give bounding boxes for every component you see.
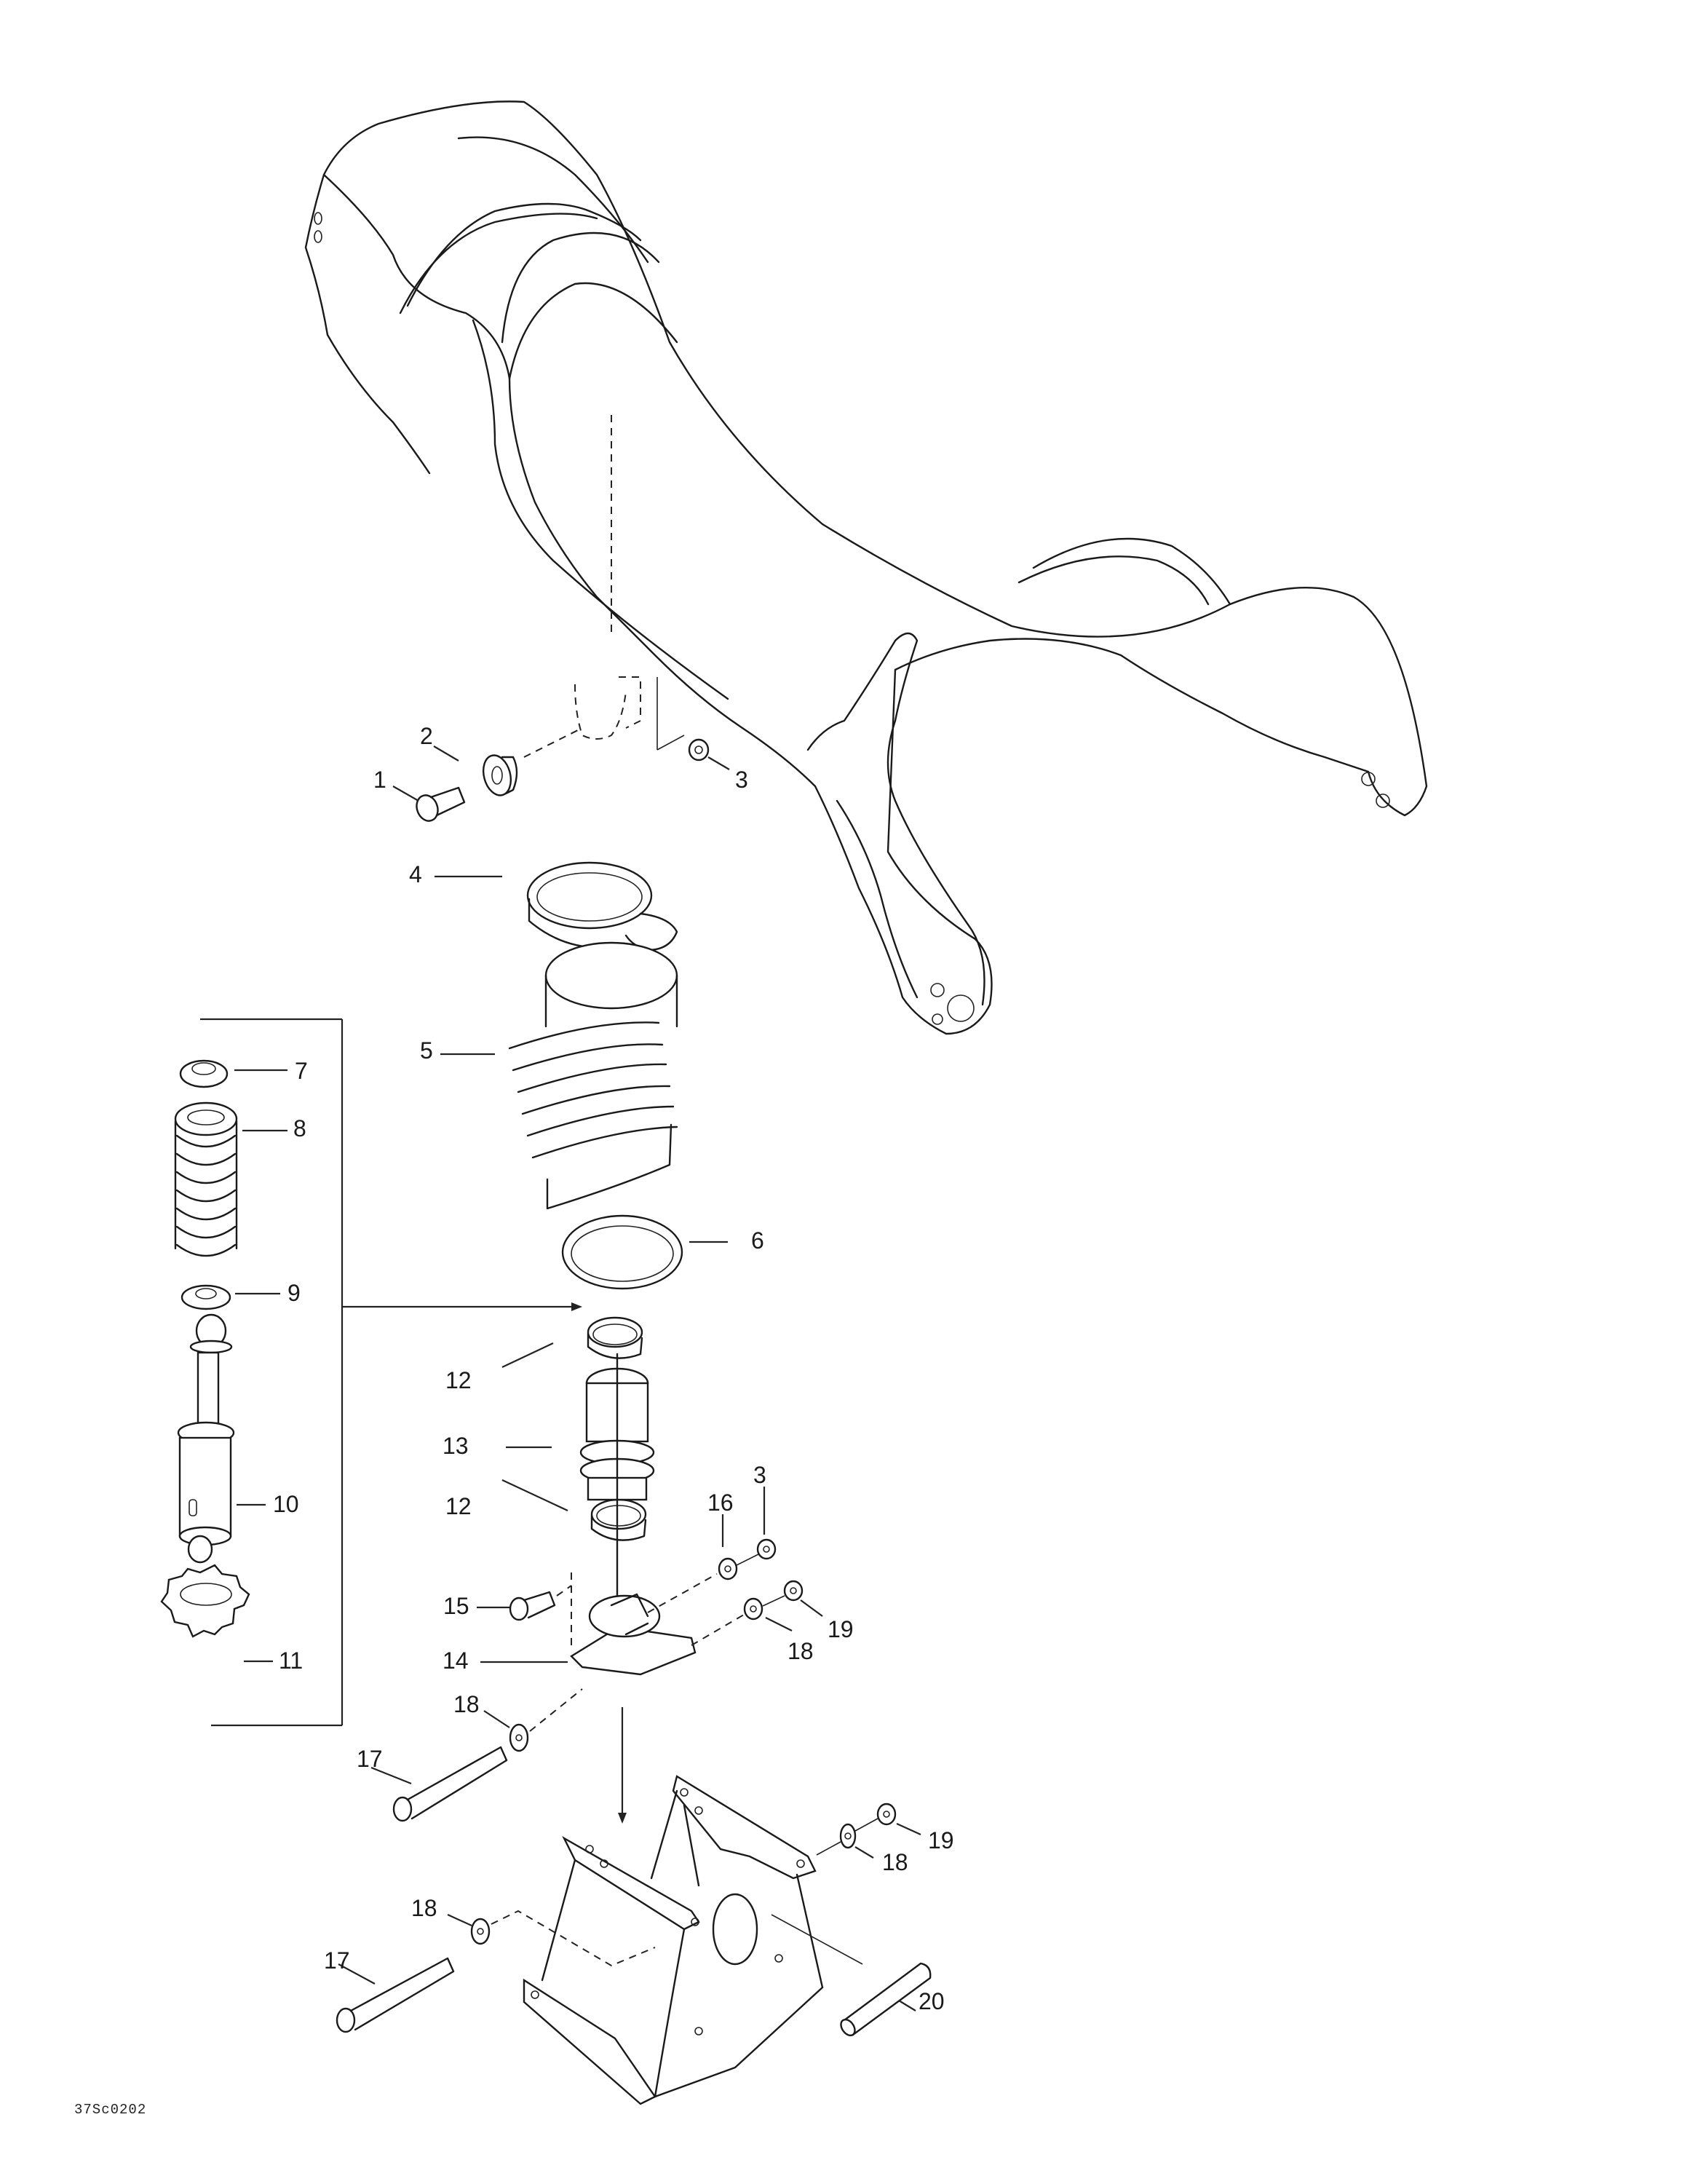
part-3-nut-top xyxy=(688,738,730,770)
assembly-arrow-down xyxy=(618,1707,627,1824)
part-10-shock-absorber xyxy=(177,1313,266,1564)
callout-2: 2 xyxy=(420,723,433,749)
callout-13: 13 xyxy=(443,1433,469,1459)
callout-10: 10 xyxy=(273,1491,299,1517)
callout-14: 14 xyxy=(443,1647,469,1674)
callout-18-frame-left: 18 xyxy=(411,1895,437,1921)
callout-5: 5 xyxy=(420,1037,433,1064)
figure-reference-code: 37Sc0202 xyxy=(74,2102,147,2118)
part-9-lower-retainer xyxy=(181,1284,280,1310)
part-19-nut-frame-right xyxy=(854,1803,921,1836)
part-15-bolt xyxy=(477,1585,572,1621)
part-16-washer xyxy=(647,1514,738,1613)
part-18-washer-mid xyxy=(483,1688,583,1752)
assembly-bracket xyxy=(200,1018,582,1727)
part-17-bolt-upper xyxy=(370,1746,508,1822)
part-14-shock-mount xyxy=(480,1572,697,1676)
part-17-bolt-lower xyxy=(336,1957,455,2033)
callout-18-frame-right: 18 xyxy=(882,1849,908,1875)
callout-15: 15 xyxy=(443,1593,469,1619)
callout-3-lower: 3 xyxy=(753,1462,766,1488)
part-4-clamp xyxy=(435,861,678,951)
part-18-washer-right xyxy=(691,1597,793,1646)
part-19-nut-right xyxy=(762,1580,823,1617)
part-1-screw xyxy=(392,786,466,822)
part-8-spring xyxy=(174,1101,287,1257)
seat xyxy=(304,100,1428,1035)
part-2-grommet xyxy=(433,727,583,796)
callout-8: 8 xyxy=(293,1115,306,1142)
part-3-nut-lower xyxy=(736,1487,777,1566)
callout-6: 6 xyxy=(751,1227,764,1254)
part-20-pin xyxy=(771,1914,932,2037)
callout-9: 9 xyxy=(287,1280,301,1306)
callout-1: 1 xyxy=(373,767,386,793)
callout-19-mount: 19 xyxy=(828,1616,854,1642)
callout-3: 3 xyxy=(735,767,748,793)
frame-cradle xyxy=(523,1775,824,2105)
callout-16: 16 xyxy=(707,1489,734,1516)
callout-11: 11 xyxy=(279,1647,304,1674)
part-5-bellows-boot xyxy=(440,941,678,1210)
part-7-upper-retainer xyxy=(179,1059,287,1088)
callout-4: 4 xyxy=(409,861,422,887)
part-11-adjuster-cam xyxy=(160,1564,273,1663)
callout-20: 20 xyxy=(919,1988,945,2014)
callout-18-mount: 18 xyxy=(788,1638,814,1664)
callout-19-frame: 19 xyxy=(928,1827,954,1853)
callout-12-lower: 12 xyxy=(445,1493,472,1519)
part-18-washer-frame-left xyxy=(447,1910,656,1967)
callout-12-upper: 12 xyxy=(445,1367,472,1393)
part-13-boot xyxy=(506,1353,655,1639)
part-12-clamp-upper xyxy=(501,1316,643,1368)
callout-17-lower: 17 xyxy=(324,1947,350,1974)
callout-7: 7 xyxy=(295,1058,308,1084)
part-18-washer-frame-right xyxy=(816,1823,874,1859)
callout-17-upper: 17 xyxy=(357,1746,383,1772)
part-6-ring xyxy=(561,1214,728,1290)
callout-18-mid: 18 xyxy=(453,1691,480,1717)
